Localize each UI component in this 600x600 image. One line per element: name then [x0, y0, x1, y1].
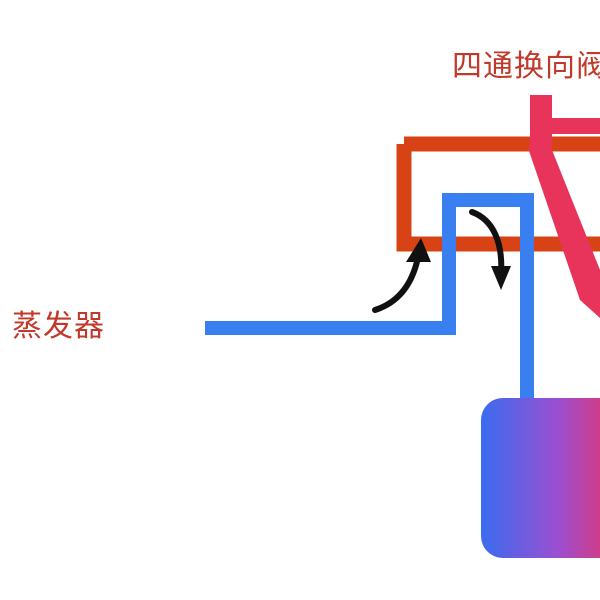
high-pressure-pipe-vertical — [530, 95, 552, 147]
four-way-valve-label: 四通换向阀 — [452, 49, 600, 84]
curved-arrow-down-icon — [469, 209, 505, 277]
valve-slider-diagonal — [528, 140, 600, 318]
curved-arrow-up-head — [406, 238, 431, 262]
compressor — [481, 398, 600, 558]
high-pressure-pipe-horizontal — [548, 118, 600, 134]
valve-body — [396, 136, 600, 252]
curved-arrow-down-head — [491, 266, 511, 290]
low-pressure-pipe — [205, 193, 534, 408]
evaporator-label: 蒸发器 — [12, 309, 105, 344]
